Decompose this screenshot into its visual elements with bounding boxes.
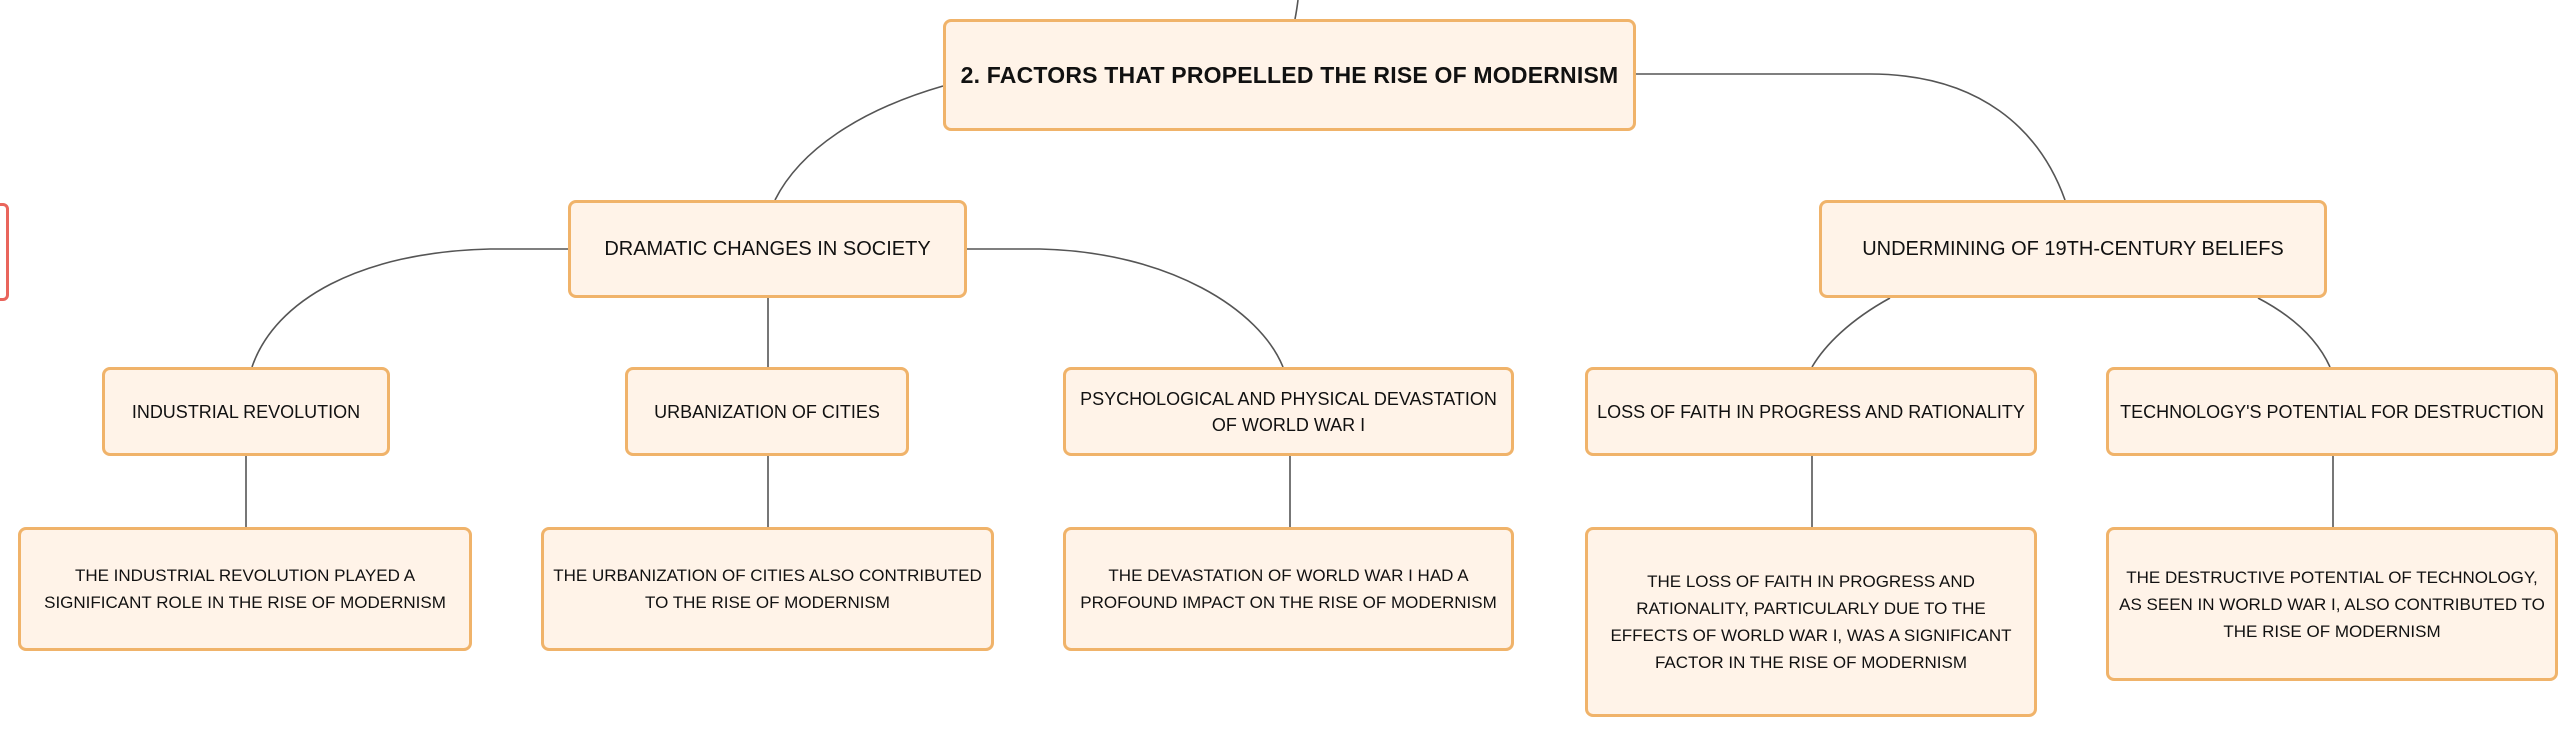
root-node[interactable]: 2. FACTORS THAT PROPELLED THE RISE OF MO… bbox=[943, 19, 1636, 131]
topic-node-loss-of-faith[interactable]: LOSS OF FAITH IN PROGRESS AND RATIONALIT… bbox=[1585, 367, 2037, 456]
topic-node-label: TECHNOLOGY'S POTENTIAL FOR DESTRUCTION bbox=[2120, 401, 2544, 422]
topic-node-urbanization[interactable]: URBANIZATION OF CITIES bbox=[625, 367, 909, 456]
detail-node-text: THE DESTRUCTIVE POTENTIAL OF TECHNOLOGY,… bbox=[2119, 567, 2545, 641]
topic-node-label: URBANIZATION OF CITIES bbox=[654, 401, 880, 422]
detail-node-text: THE LOSS OF FAITH IN PROGRESS AND RATION… bbox=[1610, 572, 2012, 672]
detail-node-industrial-revolution[interactable]: THE INDUSTRIAL REVOLUTION PLAYED A SIGNI… bbox=[18, 527, 472, 651]
side-panel-tab[interactable] bbox=[0, 203, 9, 301]
link-root-incoming bbox=[1294, 0, 1299, 20]
detail-node-world-war-devastation[interactable]: THE DEVASTATION OF WORLD WAR I HAD A PRO… bbox=[1063, 527, 1514, 651]
branch-node-label: DRAMATIC CHANGES IN SOCIETY bbox=[604, 237, 931, 260]
detail-node-text: THE DEVASTATION OF WORLD WAR I HAD A PRO… bbox=[1080, 566, 1497, 612]
link-root-to-society bbox=[774, 85, 944, 201]
link-beliefs-to-loss-of-faith bbox=[1811, 297, 1891, 368]
link-society-to-devastation bbox=[967, 248, 1284, 368]
root-node-label: 2. FACTORS THAT PROPELLED THE RISE OF MO… bbox=[960, 61, 1619, 88]
branch-node-society-changes[interactable]: DRAMATIC CHANGES IN SOCIETY bbox=[568, 200, 967, 298]
topic-node-industrial-revolution[interactable]: INDUSTRIAL REVOLUTION bbox=[102, 367, 390, 456]
detail-node-technology-destruction[interactable]: THE DESTRUCTIVE POTENTIAL OF TECHNOLOGY,… bbox=[2106, 527, 2558, 681]
topic-node-technology-destruction[interactable]: TECHNOLOGY'S POTENTIAL FOR DESTRUCTION bbox=[2106, 367, 2558, 456]
topic-node-world-war-devastation[interactable]: PSYCHOLOGICAL AND PHYSICAL DEVASTATION O… bbox=[1063, 367, 1514, 456]
detail-node-urbanization[interactable]: THE URBANIZATION OF CITIES ALSO CONTRIBU… bbox=[541, 527, 994, 651]
link-beliefs-to-technology bbox=[2257, 297, 2331, 368]
topic-node-label: INDUSTRIAL REVOLUTION bbox=[131, 401, 361, 422]
link-society-to-industrial bbox=[251, 248, 568, 368]
detail-node-text: THE URBANIZATION OF CITIES ALSO CONTRIBU… bbox=[553, 566, 982, 612]
link-root-to-beliefs bbox=[1636, 73, 2066, 201]
branch-node-19th-century-beliefs[interactable]: UNDERMINING OF 19TH-CENTURY BELIEFS bbox=[1819, 200, 2327, 298]
branch-node-label: UNDERMINING OF 19TH-CENTURY BELIEFS bbox=[1862, 237, 2284, 260]
detail-node-text: THE INDUSTRIAL REVOLUTION PLAYED A SIGNI… bbox=[44, 566, 446, 612]
topic-node-label: LOSS OF FAITH IN PROGRESS AND RATIONALIT… bbox=[1597, 401, 2025, 422]
topic-node-label: PSYCHOLOGICAL AND PHYSICAL DEVASTATION O… bbox=[1080, 388, 1497, 435]
detail-node-loss-of-faith[interactable]: THE LOSS OF FAITH IN PROGRESS AND RATION… bbox=[1585, 527, 2037, 717]
